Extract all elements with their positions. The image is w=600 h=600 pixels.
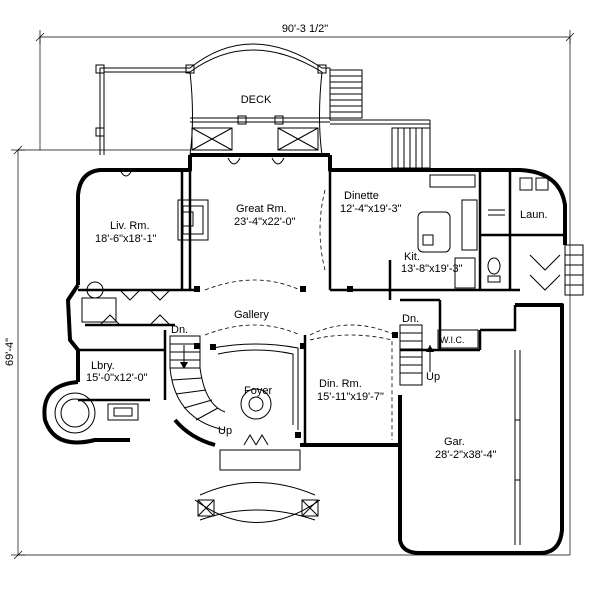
main-stairs-up-label: Up [218, 425, 232, 437]
depth-dimension-line [11, 145, 570, 560]
great-room-size: 23'-4"x22'-0" [234, 216, 296, 228]
powder-room [81, 281, 117, 323]
deck-stairs-upper [329, 69, 363, 119]
laundry-label: Laun. [520, 209, 548, 221]
main-stairs-down-label: Dn. [171, 324, 188, 336]
dinette-size: 12'-4"x19'-3" [340, 203, 402, 215]
garage [400, 330, 521, 545]
gallery [85, 279, 396, 349]
garage-label: Gar. [444, 436, 465, 448]
kitchen-size: 13'-8"x19'-3" [401, 263, 463, 275]
living-room-label: Liv. Rm. [110, 220, 150, 232]
library-label: Lbry. [91, 360, 115, 372]
foyer [210, 343, 301, 446]
dining-room-label: Din. Rm. [319, 378, 362, 390]
mudroom [400, 298, 517, 350]
kitchen-label: Kit. [404, 251, 420, 263]
great-room-label: Great Rm. [236, 203, 287, 215]
rear-stairs-up-label: Up [426, 371, 440, 383]
dining-room-size: 15'-11"x19'-7" [317, 391, 384, 403]
living-room [78, 169, 209, 292]
dining-room [303, 332, 398, 445]
great-room [188, 157, 332, 290]
dinette-label: Dinette [344, 190, 379, 202]
side-steps [564, 244, 584, 296]
living-room-size: 18'-6"x18'-1" [95, 233, 157, 245]
deck-label: DECK [241, 94, 272, 106]
rear-stairs-down-label: Dn. [402, 313, 419, 325]
width-dimension-label: 90'-3 1/2" [282, 23, 328, 35]
width-dimension-line [35, 30, 575, 555]
service-rooms [480, 170, 565, 292]
main-stairs [169, 335, 226, 431]
front-porch [194, 449, 321, 523]
gallery-label: Gallery [234, 309, 269, 321]
deck-stairs-lower [391, 127, 431, 169]
exterior-walls [42, 153, 567, 555]
foyer-label: Foyer [244, 385, 272, 397]
garage-size: 28'-2"x38'-4" [435, 449, 497, 461]
depth-dimension-label: 69'-4" [4, 338, 16, 366]
library-size: 15'-0"x12'-0" [86, 372, 148, 384]
deck [95, 43, 431, 165]
wic-label: W.I.C. [440, 335, 465, 345]
kitchen-dinette [330, 170, 482, 300]
library [54, 330, 167, 434]
